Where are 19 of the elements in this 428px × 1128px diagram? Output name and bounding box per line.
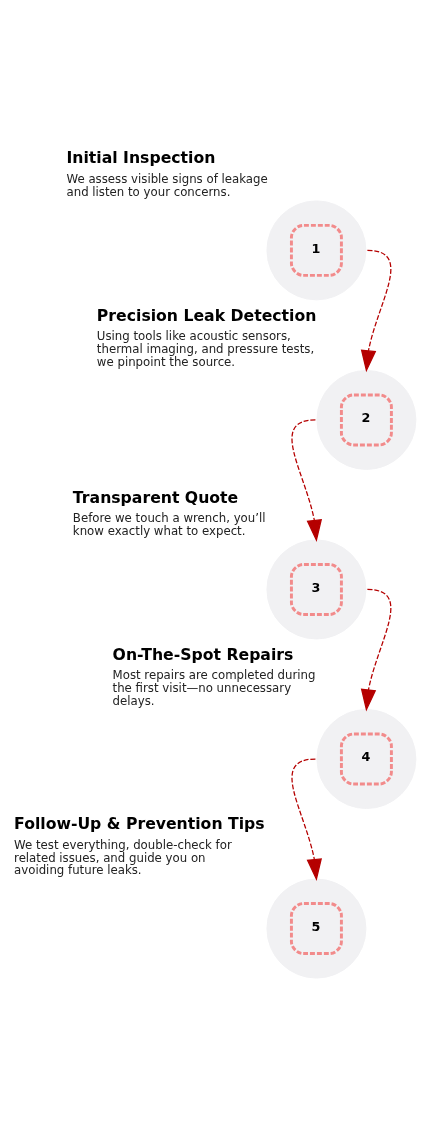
node-label: Precision Leak Detection <box>96 305 317 325</box>
arrow <box>360 249 392 373</box>
node-label: Transparent Quote <box>72 487 239 507</box>
arrow <box>360 588 392 712</box>
arrow <box>291 758 323 881</box>
node-label: Most repairs are completed during the first visit—no unnecessary delays. <box>112 668 316 708</box>
node-label: We test everything, double-check for related issues, and guide you on avoiding future leaks. <box>14 837 232 878</box>
node-circle: 3 <box>266 539 367 640</box>
node-label: Before we touch a wrench, you’ll know exactly what to expect. <box>72 510 266 538</box>
node-label: We assess visible signs of leakage and listen to your concerns. <box>66 171 268 199</box>
node-label: Using tools like acoustic sensors, thermal imaging, and pressure tests, we pinpoint the source. <box>96 329 315 369</box>
arrow <box>291 419 323 542</box>
node-label: On-The-Spot Repairs <box>112 644 294 664</box>
node-circle: 2 <box>316 369 417 470</box>
node-label: Follow-Up & Prevention Tips <box>14 814 265 834</box>
node-circle: 1 <box>266 200 367 301</box>
node-circle: 4 <box>316 709 417 809</box>
node-label: Initial Inspection <box>66 148 216 168</box>
node-circle: 5 <box>266 878 367 979</box>
